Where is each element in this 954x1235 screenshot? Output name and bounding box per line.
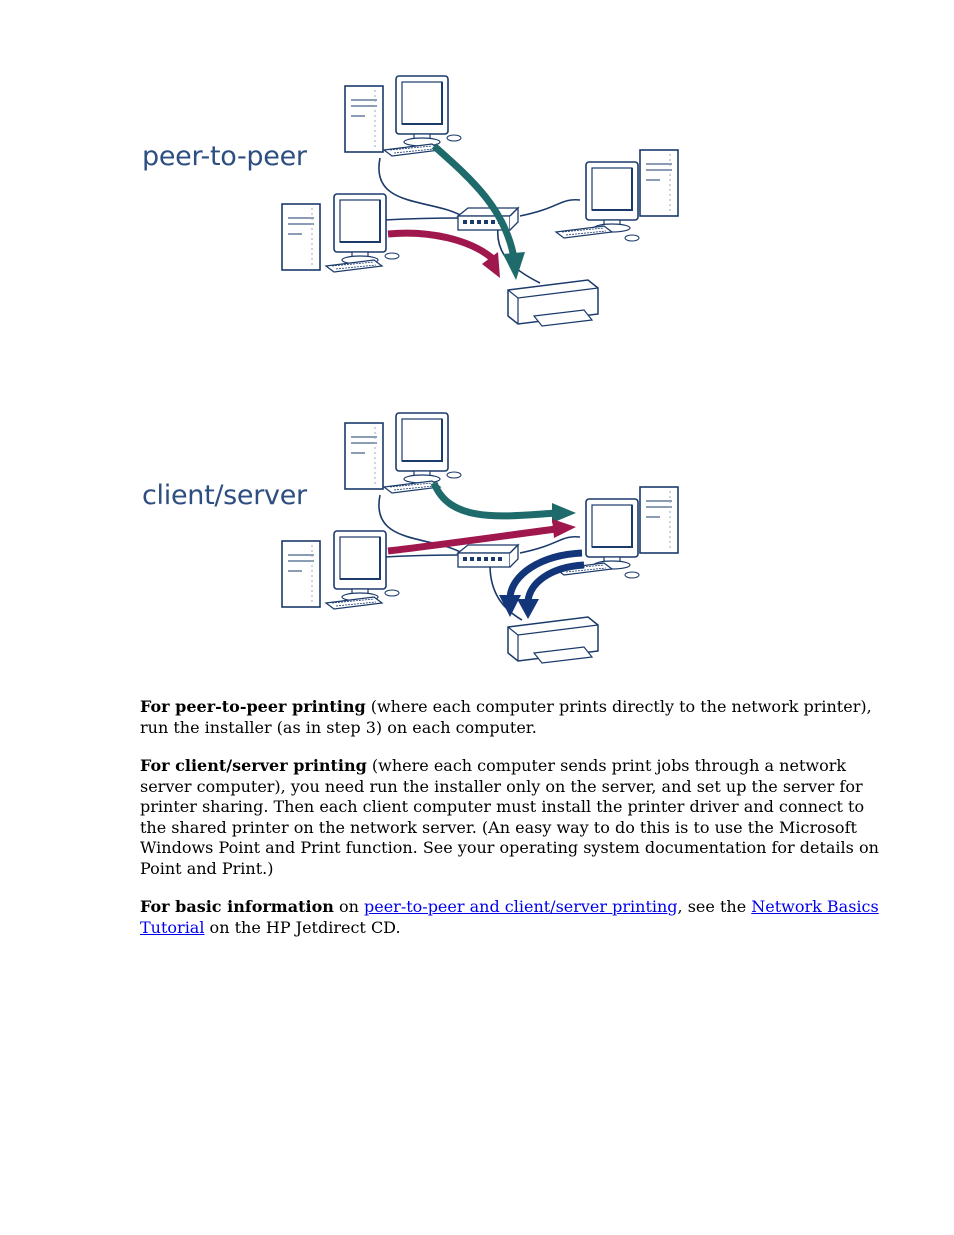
- printing-types-link[interactable]: peer-to-peer and client/server printing: [363, 897, 678, 916]
- basic-info-heading: For basic information: [140, 897, 334, 916]
- client-server-diagram: [0, 405, 954, 705]
- client-server-text: (where each computer sends print jobs th…: [140, 756, 879, 878]
- basic-info-text-b: , see the: [677, 897, 752, 916]
- peer-to-peer-text: (where each computer prints directly to …: [140, 697, 872, 737]
- peer-to-peer-label: peer-to-peer: [142, 141, 307, 172]
- client-server-heading: For client/server printing: [140, 756, 367, 775]
- peer-to-peer-paragraph: For peer-to-peer printing (where each co…: [140, 697, 880, 738]
- basic-info-paragraph: For basic information on peer-to-peer an…: [140, 897, 880, 938]
- peer-to-peer-heading: For peer-to-peer printing: [140, 697, 366, 716]
- body-text: For peer-to-peer printing (where each co…: [140, 697, 880, 956]
- client-server-label: client/server: [142, 480, 307, 511]
- network-basics-tutorial-link[interactable]: Network Basics Tutorial: [140, 897, 879, 937]
- client-server-paragraph: For client/server printing (where each c…: [140, 756, 880, 879]
- basic-info-text-a: on: [333, 897, 364, 916]
- peer-to-peer-diagram: [0, 68, 954, 368]
- basic-info-text-c: on the HP Jetdirect CD.: [204, 917, 401, 937]
